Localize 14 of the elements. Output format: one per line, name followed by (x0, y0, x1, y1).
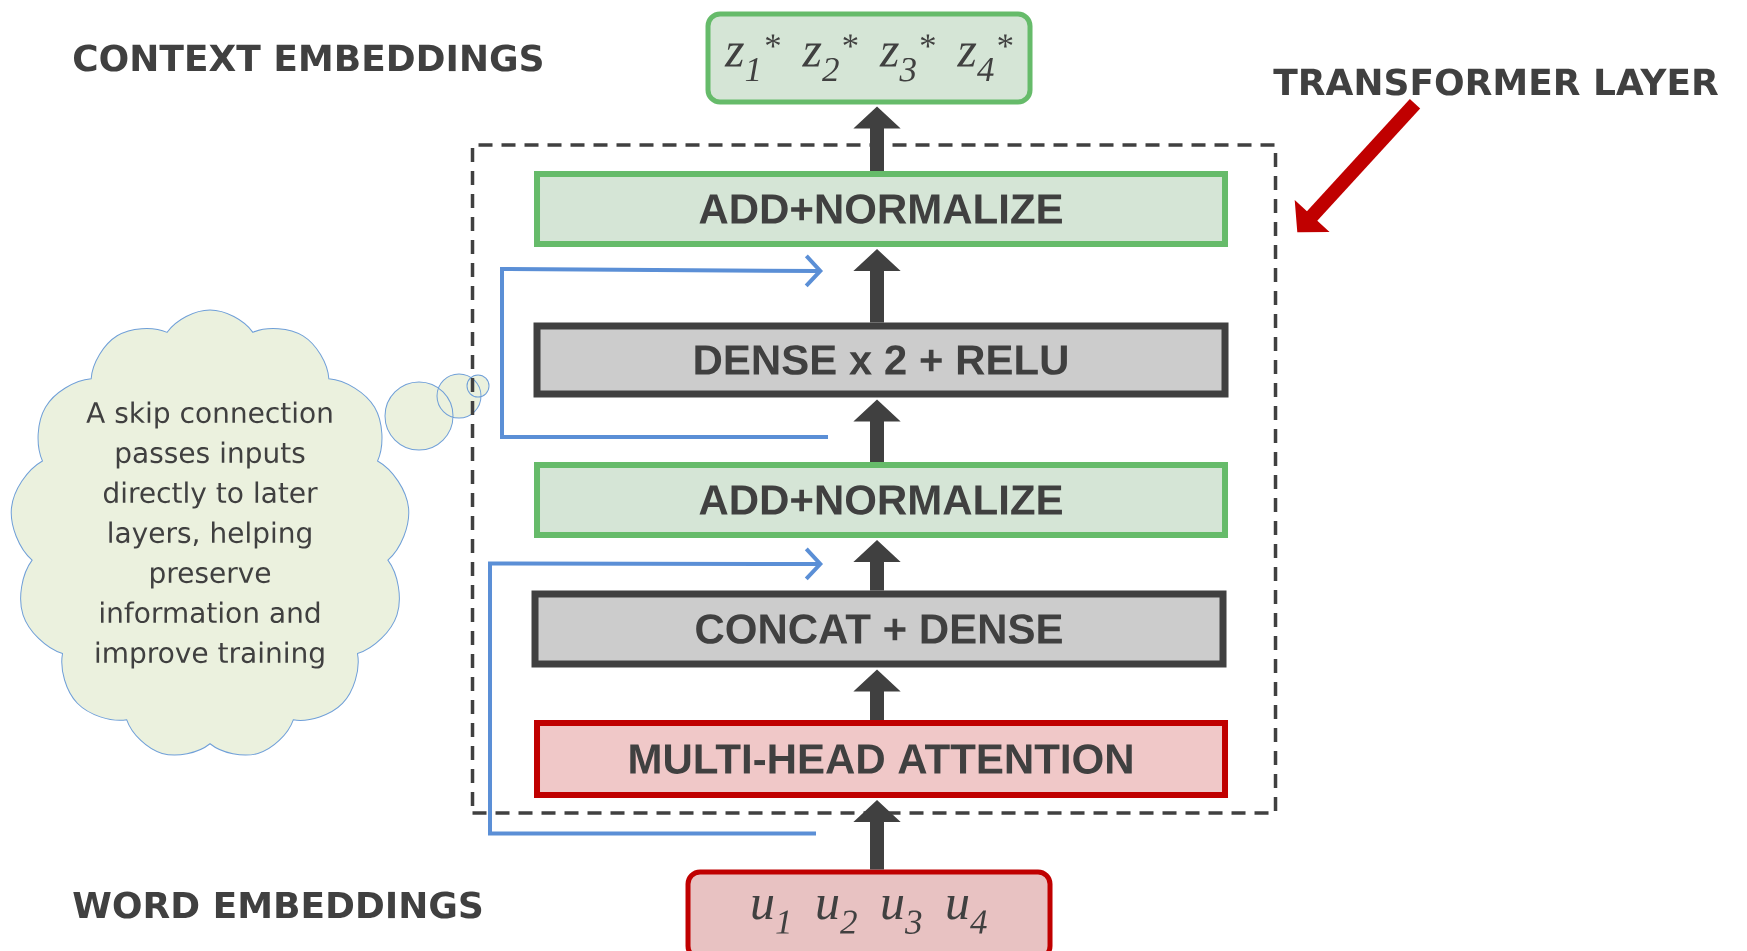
callout-text: TRANSFORMER LAYER (1273, 68, 1719, 96)
skip-connection-arrow (500, 254, 828, 439)
process-box: DENSE x 2 + RELU (533, 322, 1229, 398)
process-box: MULTI-HEAD ATTENTION (534, 720, 1228, 798)
process-box: ADD+NORMALIZE (534, 171, 1228, 247)
layer-frame (470, 143, 1278, 815)
section-heading: CONTEXT EMBEDDINGS (74, 44, 542, 72)
thought-cloud: A skip connection passes inputs directly to later layers, helping preserve information and improve training (10, 309, 410, 756)
skip-connection-arrow (488, 547, 823, 836)
output-embeddings-box: z$_{1}$* z$_{2}$* z$_{3}$* z$_{4}$* (705, 11, 1033, 105)
section-heading: WORD EMBEDDINGS (73, 891, 482, 919)
input-embeddings-box: u$_{1}$ u$_{2}$ u$_{3}$ u$_{4}$ (685, 869, 1053, 951)
process-box: ADD+NORMALIZE (534, 462, 1228, 538)
process-box: CONCAT + DENSE (531, 590, 1227, 668)
